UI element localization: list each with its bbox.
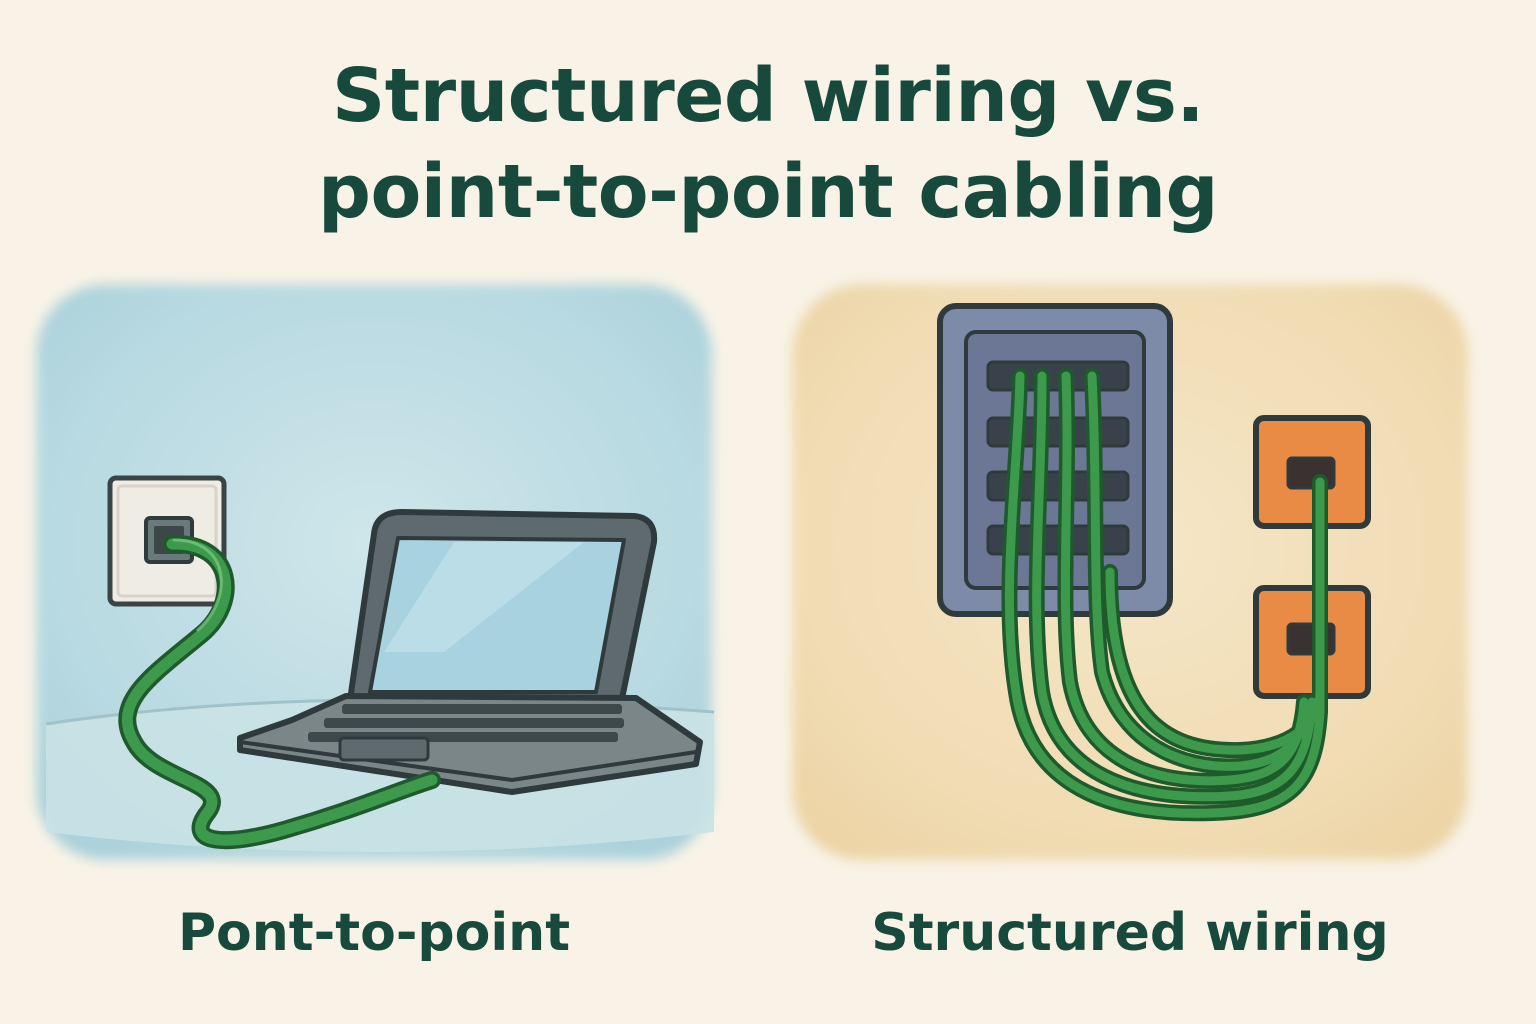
structured-wiring-illustration: [792, 284, 1468, 860]
page-title-line-1: Structured wiring vs.: [331, 53, 1205, 139]
cable-bundle: [1001, 368, 1328, 822]
point-to-point-illustration: [36, 284, 715, 860]
ethernet-cable: [118, 534, 441, 850]
page-title-line-2: point-to-point cabling: [317, 149, 1219, 235]
laptop-icon: [237, 509, 703, 795]
page-title: Structured wiring vs. point-to-point cab…: [150, 48, 1386, 240]
caption-point-to-point: Pont-to-point: [177, 903, 571, 963]
panel-point-to-point: [24, 272, 724, 872]
caption-structured-wiring: Structured wiring: [871, 903, 1389, 963]
panel-structured-wiring: [780, 272, 1480, 872]
patch-panel-icon: [937, 303, 1173, 617]
